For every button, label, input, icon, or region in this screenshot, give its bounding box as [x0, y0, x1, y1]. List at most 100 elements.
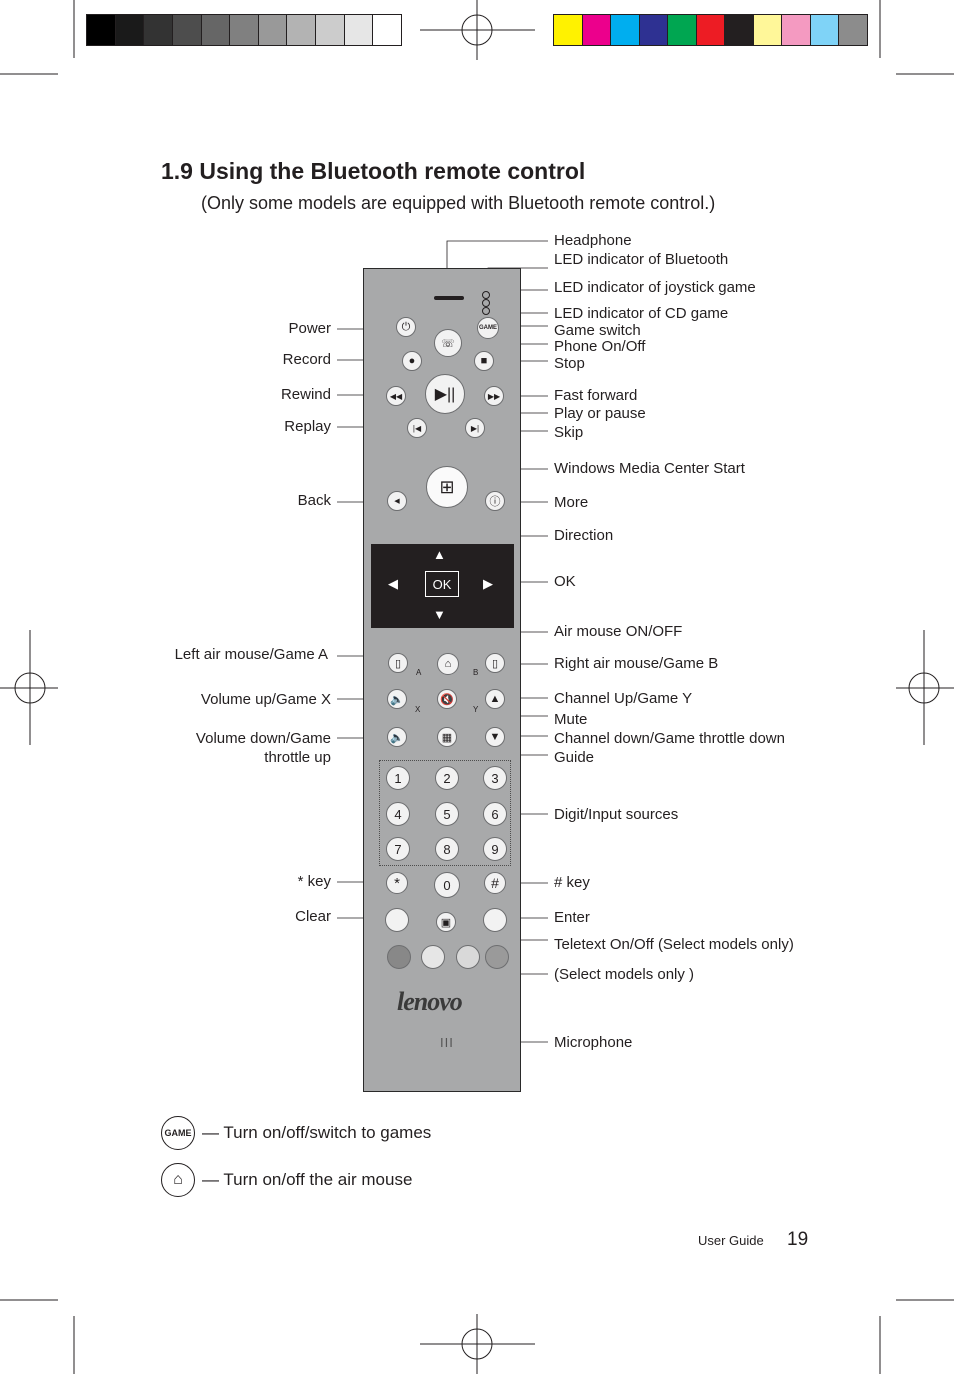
- power-button[interactable]: ⏻: [396, 317, 416, 337]
- right-air-mouse-button[interactable]: ▯: [485, 653, 505, 673]
- game-letter-y: Y: [473, 705, 479, 714]
- game-letter-a: A: [416, 668, 422, 677]
- guide-button[interactable]: ▦: [437, 727, 457, 747]
- color-swatch: [839, 15, 868, 45]
- enter-button[interactable]: [483, 908, 507, 932]
- star-icon: *: [394, 874, 400, 892]
- led-joystick-indicator: [482, 299, 490, 307]
- lenovo-logo: lenovo: [397, 987, 463, 1016]
- color-button-2[interactable]: [421, 945, 445, 969]
- digit-9-button[interactable]: 9: [483, 837, 507, 861]
- label-volume-down-line2: throttle up: [264, 749, 331, 766]
- direction-left-icon[interactable]: ◀: [388, 576, 398, 591]
- volume-down-button[interactable]: 🔈: [387, 727, 407, 747]
- legend-game-text: — Turn on/off/switch to games: [202, 1123, 432, 1142]
- direction-right-icon[interactable]: ▶: [483, 576, 493, 591]
- color-swatch: [696, 15, 726, 45]
- digit-8-button[interactable]: 8: [435, 837, 459, 861]
- phone-icon: ☏: [441, 337, 455, 350]
- grayscale-calibration-bar: [86, 14, 402, 46]
- volume-up-button[interactable]: 🔈: [387, 689, 407, 709]
- channel-down-button[interactable]: ▼: [485, 727, 505, 747]
- more-button[interactable]: ⓘ: [485, 491, 505, 511]
- guide-icon: ▦: [441, 731, 453, 744]
- windows-media-center-button[interactable]: ⊞: [426, 466, 468, 508]
- label-left-air-mouse: Left air mouse/Game A: [174, 646, 328, 663]
- hash-key-button[interactable]: #: [484, 872, 506, 894]
- label-stop: Stop: [554, 355, 585, 372]
- page-subtitle: (Only some models are equipped with Blue…: [201, 193, 716, 213]
- record-button[interactable]: ●: [402, 351, 422, 371]
- record-icon: ●: [408, 355, 416, 367]
- windows-logo-icon: ⊞: [439, 476, 455, 497]
- digit-4-button[interactable]: 4: [386, 802, 410, 826]
- game-button-label: GAME: [479, 325, 497, 331]
- replay-icon: |◀: [412, 423, 422, 433]
- left-air-mouse-button[interactable]: ▯: [388, 653, 408, 673]
- star-key-button[interactable]: *: [386, 872, 408, 894]
- mouse-icon: ⌂: [444, 658, 452, 670]
- back-icon: ◀: [394, 498, 400, 505]
- clear-button[interactable]: [385, 908, 409, 932]
- teletext-icon: ▣: [440, 916, 452, 929]
- digit-2-button[interactable]: 2: [435, 766, 459, 790]
- digit-1-button[interactable]: 1: [386, 766, 410, 790]
- skip-icon: ▶|: [470, 423, 480, 433]
- gray-swatch: [316, 15, 345, 45]
- page-number: 19: [787, 1229, 809, 1250]
- info-icon: ⓘ: [489, 496, 501, 508]
- stop-button[interactable]: ■: [474, 351, 494, 371]
- color-button-3[interactable]: [456, 945, 480, 969]
- color-swatch: [753, 15, 783, 45]
- gray-swatch: [230, 15, 259, 45]
- game-letter-b: B: [473, 668, 479, 677]
- color-button-4[interactable]: [485, 945, 509, 969]
- gray-swatch: [201, 15, 231, 45]
- skip-button[interactable]: ▶|: [465, 418, 485, 438]
- color-button-1[interactable]: [387, 945, 411, 969]
- color-swatch: [668, 15, 697, 45]
- digit-0-button[interactable]: 0: [434, 872, 460, 898]
- direction-up-icon[interactable]: ▲: [433, 547, 446, 562]
- label-wmc-start: Windows Media Center Start: [554, 460, 745, 477]
- led-cd-indicator: [482, 307, 490, 315]
- label-volume-up: Volume up/Game X: [200, 691, 331, 708]
- label-teletext: Teletext On/Off (Select models only): [554, 936, 794, 953]
- page-title: 1.9 Using the Bluetooth remote control: [161, 158, 586, 184]
- fast-forward-button[interactable]: ▶▶: [484, 386, 504, 406]
- replay-button[interactable]: |◀: [407, 418, 427, 438]
- label-volume-down-line1: Volume down/Game: [195, 730, 331, 747]
- digit-6-button[interactable]: 6: [483, 802, 507, 826]
- phone-button[interactable]: ☏: [434, 329, 462, 357]
- channel-up-button[interactable]: ▲: [485, 689, 505, 709]
- digit-5-button[interactable]: 5: [435, 802, 459, 826]
- back-button[interactable]: ◀: [387, 491, 407, 511]
- game-icon: GAME: [161, 1116, 195, 1150]
- color-swatch: [582, 15, 612, 45]
- label-led-bluetooth: LED indicator of Bluetooth: [554, 251, 729, 268]
- rewind-button[interactable]: ◀◀: [386, 386, 406, 406]
- power-icon: ⏻: [401, 320, 411, 333]
- digit-7-button[interactable]: 7: [386, 837, 410, 861]
- digit-3-button[interactable]: 3: [483, 766, 507, 790]
- game-switch-button[interactable]: GAME: [477, 317, 499, 339]
- label-fast-forward: Fast forward: [554, 387, 638, 404]
- label-play-pause: Play or pause: [554, 405, 646, 422]
- direction-down-icon[interactable]: ▼: [433, 607, 446, 622]
- hash-icon: #: [491, 875, 499, 891]
- channel-up-icon: ▲: [489, 693, 501, 705]
- mouse-left-icon: ▯: [394, 657, 402, 670]
- color-swatch: [554, 15, 583, 45]
- label-hash-key: # key: [554, 874, 590, 891]
- play-pause-button[interactable]: ▶||: [425, 374, 465, 414]
- air-mouse-button[interactable]: ⌂: [437, 653, 459, 675]
- ok-button[interactable]: OK: [425, 571, 459, 597]
- remote-control-body: ⏻ GAME ☏ ● ■ ◀◀ ▶|| ▶▶ |◀ ▶| ⊞ ◀ ⓘ ▲ ◀ ▶…: [363, 268, 521, 1092]
- label-channel-down: Channel down/Game throttle down: [554, 730, 785, 747]
- label-digit: Digit/Input sources: [554, 806, 679, 823]
- led-bluetooth-indicator: [482, 291, 490, 299]
- mute-button[interactable]: 🔇: [437, 689, 457, 709]
- label-replay: Replay: [284, 418, 331, 435]
- headphone-jack: [434, 296, 464, 300]
- teletext-button[interactable]: ▣: [436, 912, 456, 932]
